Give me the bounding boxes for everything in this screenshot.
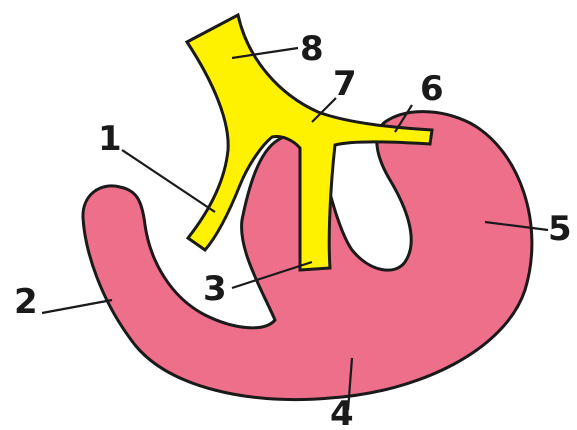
label-2: 2 bbox=[14, 282, 38, 322]
label-1: 1 bbox=[98, 119, 122, 159]
leader-line-2 bbox=[42, 300, 112, 313]
label-8: 8 bbox=[300, 29, 324, 69]
label-6: 6 bbox=[420, 69, 444, 109]
label-3: 3 bbox=[203, 269, 227, 309]
label-4: 4 bbox=[330, 394, 354, 430]
label-7: 7 bbox=[333, 64, 357, 104]
label-5: 5 bbox=[548, 209, 572, 249]
